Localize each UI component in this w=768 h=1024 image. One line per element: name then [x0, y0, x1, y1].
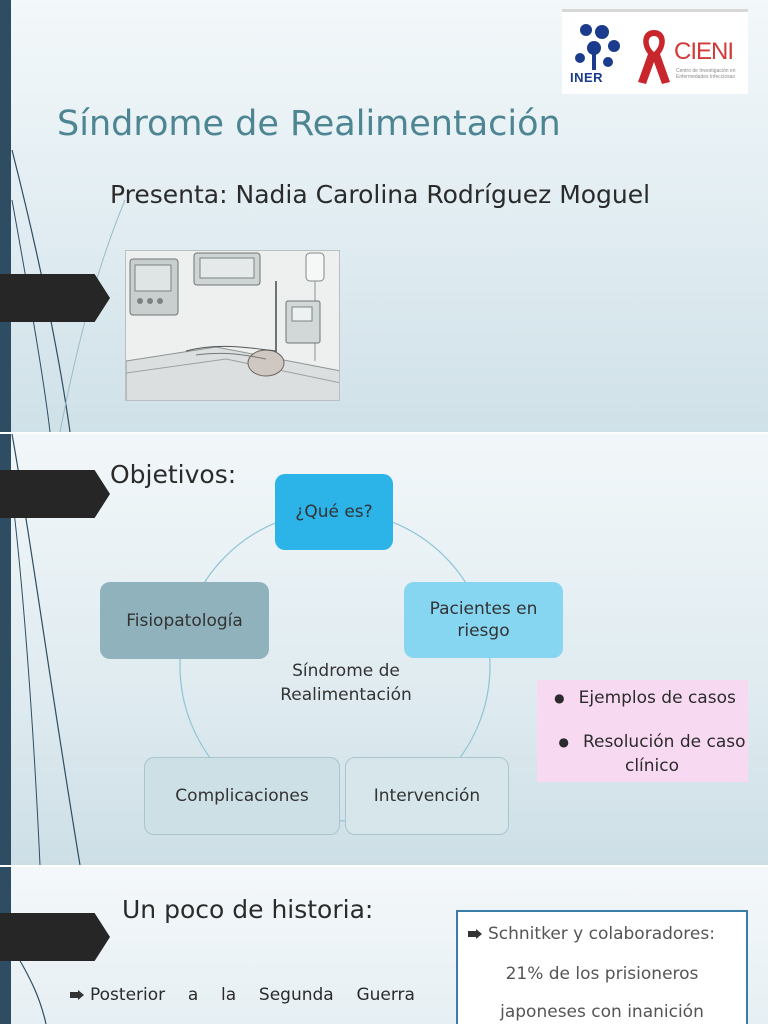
arrow-bullet-icon [468, 929, 482, 939]
iner-logo-text: INER [570, 70, 604, 85]
slide-tab-marker [0, 913, 110, 961]
objectives-heading: Objetivos: [110, 460, 237, 489]
left-accent-bar [0, 434, 11, 865]
slide-tab-marker [0, 470, 110, 518]
history-bullet: Posterior a la Segunda Guerra [70, 985, 415, 1005]
history-heading: Un poco de historia: [122, 895, 374, 924]
slide-history: Un poco de historia: Posterior a la Segu… [0, 867, 768, 1024]
red-ribbon-icon [638, 30, 670, 84]
extra-topic-item: ●Resolución de caso clínico [558, 732, 746, 776]
arrow-bullet-icon [70, 990, 84, 1000]
cieni-logo-subtitle: Centro de Investigación en Enfermedades … [676, 68, 736, 80]
left-accent-bar [0, 0, 11, 432]
cycle-center-label: Síndrome de Realimentación [280, 661, 412, 705]
study-note-box: Schnitker y colaboradores: 21% de los pr… [456, 910, 748, 1024]
study-note-line: 21% de los prisioneros [505, 964, 699, 984]
slide-separator [0, 865, 768, 867]
cycle-node-complicaciones: Complicaciones [144, 757, 340, 835]
iner-logo-icon [575, 24, 620, 70]
cieni-logo-text: CIENI [674, 38, 734, 65]
slide-separator [0, 432, 768, 434]
hospital-patient-image [125, 250, 340, 401]
cycle-node-pacientes-en-riesgo: Pacientes en riesgo [404, 582, 563, 658]
study-note-heading: Schnitker y colaboradores: [468, 924, 715, 944]
slide-title: INER CIENI Centro de Investigación en En… [0, 0, 768, 432]
presentation-title: Síndrome de Realimentación [57, 104, 561, 144]
presenter-line: Presenta: Nadia Carolina Rodríguez Mogue… [110, 180, 651, 209]
cycle-node-que-es: ¿Qué es? [275, 474, 393, 550]
study-note-line: japoneses con inanición [500, 1002, 704, 1022]
extra-topics-box: ●Ejemplos de casos ●Resolución de caso c… [537, 680, 748, 782]
cycle-node-intervencion: Intervención [345, 757, 509, 835]
bullet-dot-icon: ● [558, 735, 569, 749]
bullet-dot-icon: ● [554, 691, 565, 705]
cycle-node-fisiopatologia: Fisiopatología [100, 582, 269, 659]
extra-topic-item: ●Ejemplos de casos [554, 688, 736, 708]
slide-tab-marker [0, 274, 110, 322]
slide-objectives: Objetivos: ¿Qué es? Pacientes en riesgo … [0, 434, 768, 865]
institution-logos: INER CIENI Centro de Investigación en En… [562, 9, 748, 94]
